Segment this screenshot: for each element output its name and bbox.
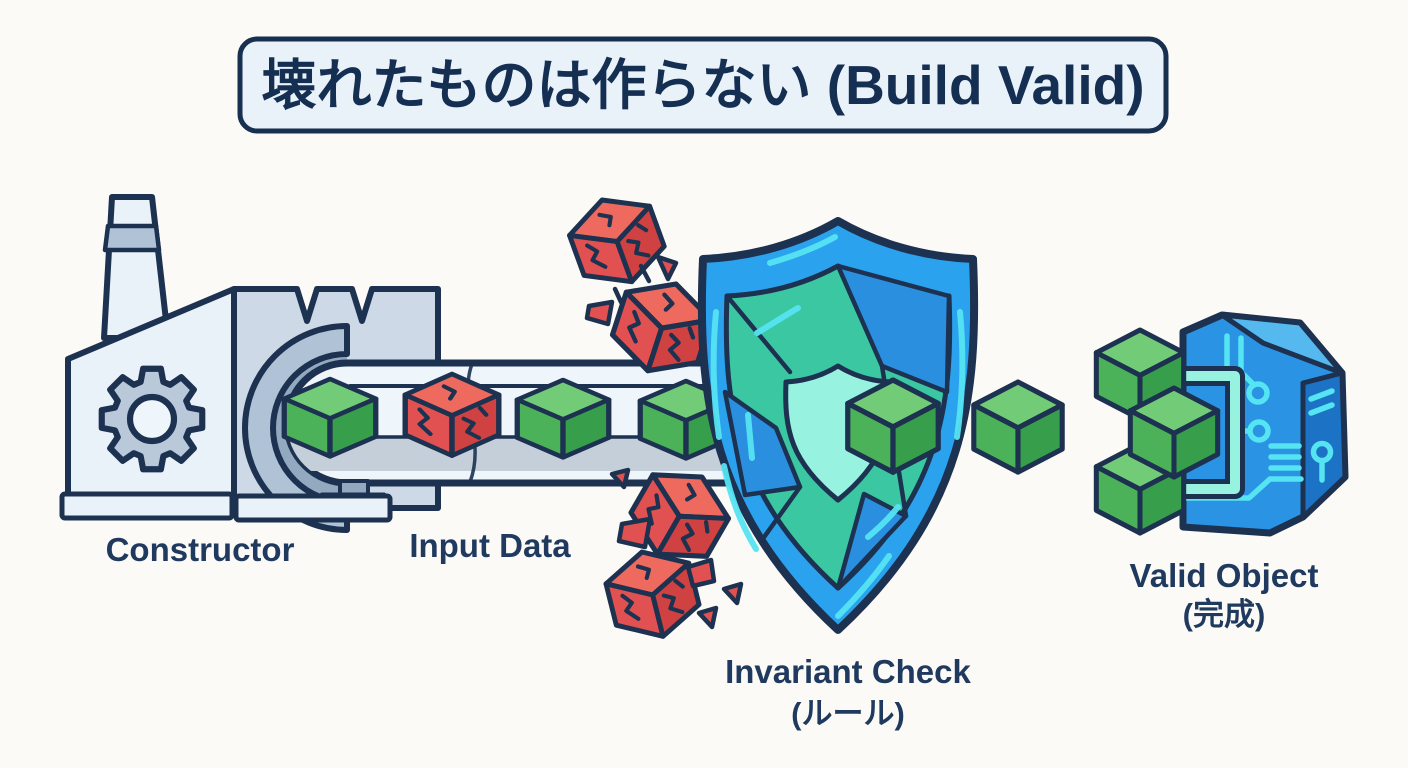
constructor-label: Constructor <box>106 531 295 568</box>
valid-object <box>1096 311 1349 537</box>
tunnel-arch <box>242 323 350 533</box>
valid-cube <box>284 379 376 456</box>
title-text: 壊れたものは作らない (Build Valid) <box>261 54 1144 116</box>
shield-icon <box>697 217 979 634</box>
invariant-check-label: Invariant Check <box>725 653 971 690</box>
valid-cube <box>517 380 609 457</box>
socket-slot <box>1172 371 1240 494</box>
shield-facets <box>722 263 952 591</box>
factory-base-left <box>59 491 235 521</box>
valid-cube-passing <box>848 380 938 472</box>
title-box <box>237 36 1169 134</box>
valid-cube-inserting <box>1130 388 1217 477</box>
factory-base-right <box>233 493 393 523</box>
valid-object-label: Valid Object <box>1130 557 1319 594</box>
chimney-band <box>102 223 162 253</box>
invariant-check-sub-label: (ルール) <box>791 696 905 731</box>
title-banner: 壊れたものは作らない (Build Valid) <box>237 36 1169 134</box>
cube-shards <box>584 254 744 630</box>
valid-object-sub-label: (完成) <box>1183 597 1266 632</box>
shield-highlights <box>710 234 966 619</box>
valid-cube-passed <box>974 382 1062 472</box>
gear-icon <box>98 365 206 473</box>
input-data-label: Input Data <box>409 527 571 564</box>
broken-cube <box>405 374 499 456</box>
